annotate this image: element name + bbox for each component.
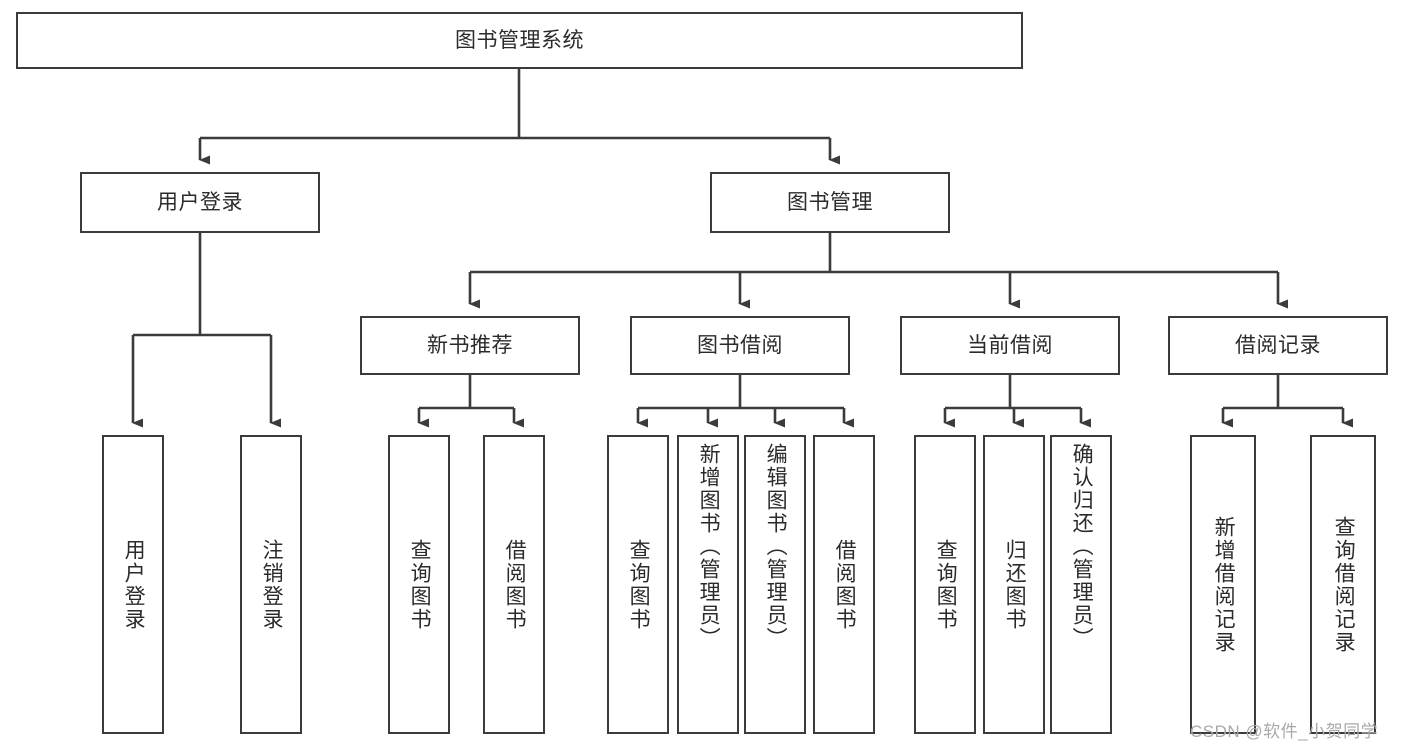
leaf-query-borrow-record[interactable]: 查询借阅记录 bbox=[1310, 435, 1376, 734]
edges-root-to-level2 bbox=[198, 69, 840, 165]
node-label: 图书管理 bbox=[787, 190, 873, 214]
node-label: 借阅记录 bbox=[1235, 333, 1321, 357]
node-label: 借阅图书 bbox=[833, 538, 857, 631]
node-label: 新书推荐 bbox=[427, 333, 513, 357]
node-new-book-recommend[interactable]: 新书推荐 bbox=[360, 316, 580, 375]
edges-bookborrow-to-leaves bbox=[636, 375, 854, 428]
node-book-management[interactable]: 图书管理 bbox=[710, 172, 950, 233]
node-borrow-record[interactable]: 借阅记录 bbox=[1168, 316, 1388, 375]
node-label: 查询借阅记录 bbox=[1332, 515, 1356, 654]
node-user-login[interactable]: 用户登录 bbox=[80, 172, 320, 233]
node-book-management-system[interactable]: 图书管理系统 bbox=[16, 12, 1023, 69]
edges-bookmgmt-to-level3 bbox=[468, 233, 1288, 309]
node-current-borrow[interactable]: 当前借阅 bbox=[900, 316, 1120, 375]
node-label: 确认归还（管理员） bbox=[1070, 443, 1094, 650]
edges-newbook-to-leaves bbox=[417, 375, 524, 428]
node-label: 用户登录 bbox=[122, 538, 146, 631]
node-label: 新增借阅记录 bbox=[1212, 515, 1236, 654]
node-label: 用户登录 bbox=[157, 190, 243, 214]
node-label: 借阅图书 bbox=[503, 538, 527, 631]
csdn-watermark: CSDN @软件_小贺同学 bbox=[1190, 722, 1379, 741]
node-label: 查询图书 bbox=[408, 538, 432, 631]
edges-userlogin-to-leaves bbox=[131, 233, 281, 428]
leaf-add-book-admin[interactable]: 新增图书（管理员） bbox=[677, 435, 739, 734]
node-label: 新增图书（管理员） bbox=[697, 443, 721, 650]
leaf-return-book[interactable]: 归还图书 bbox=[983, 435, 1045, 734]
edges-borrowrecord-to-leaves bbox=[1221, 375, 1353, 428]
leaf-add-borrow-record[interactable]: 新增借阅记录 bbox=[1190, 435, 1256, 734]
leaf-query-book-current[interactable]: 查询图书 bbox=[914, 435, 976, 734]
leaf-user-login[interactable]: 用户登录 bbox=[102, 435, 164, 734]
leaf-logout-login[interactable]: 注销登录 bbox=[240, 435, 302, 734]
leaf-edit-book-admin[interactable]: 编辑图书（管理员） bbox=[744, 435, 806, 734]
node-book-borrow[interactable]: 图书借阅 bbox=[630, 316, 850, 375]
node-label: 图书借阅 bbox=[697, 333, 783, 357]
node-label: 当前借阅 bbox=[967, 333, 1053, 357]
node-label: 查询图书 bbox=[934, 538, 958, 631]
node-label: 查询图书 bbox=[627, 538, 651, 631]
node-label: 注销登录 bbox=[260, 538, 284, 631]
leaf-query-book-borrow[interactable]: 查询图书 bbox=[607, 435, 669, 734]
node-label: 图书管理系统 bbox=[455, 28, 584, 52]
node-label: 编辑图书（管理员） bbox=[764, 443, 788, 650]
leaf-borrow-book-recommend[interactable]: 借阅图书 bbox=[483, 435, 545, 734]
leaf-query-book-recommend[interactable]: 查询图书 bbox=[388, 435, 450, 734]
node-label: 归还图书 bbox=[1003, 538, 1027, 631]
edges-currentborrow-to-leaves bbox=[943, 375, 1091, 428]
leaf-confirm-return-admin[interactable]: 确认归还（管理员） bbox=[1050, 435, 1112, 734]
leaf-borrow-book[interactable]: 借阅图书 bbox=[813, 435, 875, 734]
